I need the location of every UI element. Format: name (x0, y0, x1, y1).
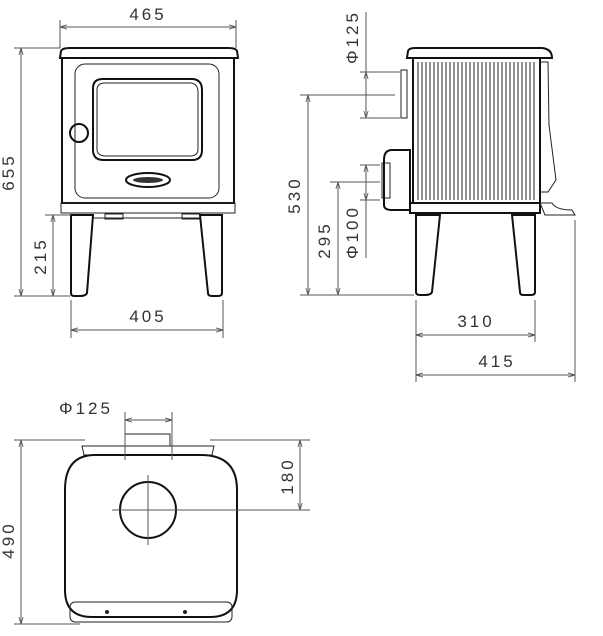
front-right-leg (198, 214, 223, 297)
ashpan-lever (539, 202, 576, 216)
side-handle (540, 61, 557, 193)
front-width-label: 465 (129, 5, 166, 24)
front-height-label: 655 (0, 153, 18, 190)
side-depth-label: 415 (478, 352, 515, 371)
side-dimensions: Φ125 530 295 Φ100 310 415 (285, 10, 576, 382)
rear-flue-outlet (383, 149, 411, 211)
front-door (74, 63, 220, 199)
side-rear-leg (510, 214, 536, 296)
side-front-leg (415, 214, 442, 296)
front-leg-span-label: 405 (129, 307, 166, 326)
front-base (60, 202, 236, 214)
flue-offset-label: 180 (278, 457, 297, 494)
side-view (381, 47, 576, 296)
top-dimensions: Φ125 180 490 (0, 399, 310, 625)
top-view (64, 433, 310, 623)
side-base (409, 202, 541, 214)
side-leg-span-label: 310 (457, 312, 494, 331)
top-plate (64, 454, 238, 618)
leg-height-label: 215 (31, 237, 50, 274)
top-flue-diameter-label: Φ125 (59, 399, 113, 418)
brand-badge (125, 172, 171, 188)
top-flue-collar (124, 433, 171, 447)
front-top-lid (58, 47, 240, 59)
top-depth-label: 490 (0, 521, 18, 558)
side-body (412, 57, 541, 204)
side-top-lid (405, 47, 554, 59)
rear-top-flue (400, 69, 408, 119)
door-handle-icon (69, 123, 89, 143)
rear-flue-diameter-label: Φ100 (343, 205, 362, 259)
side-ribs (417, 62, 535, 200)
badge-fill (133, 177, 163, 183)
door-window (92, 78, 203, 161)
top-front-edge (69, 601, 233, 623)
front-dimensions: 465 655 215 405 (0, 5, 237, 338)
rear-flue-height-label: 295 (315, 221, 334, 258)
top-flue-diameter-label: Φ125 (343, 10, 362, 64)
front-view (58, 47, 240, 297)
front-left-leg (70, 214, 95, 297)
top-flue-height-label: 530 (285, 176, 304, 213)
top-back-ledge (81, 445, 215, 456)
